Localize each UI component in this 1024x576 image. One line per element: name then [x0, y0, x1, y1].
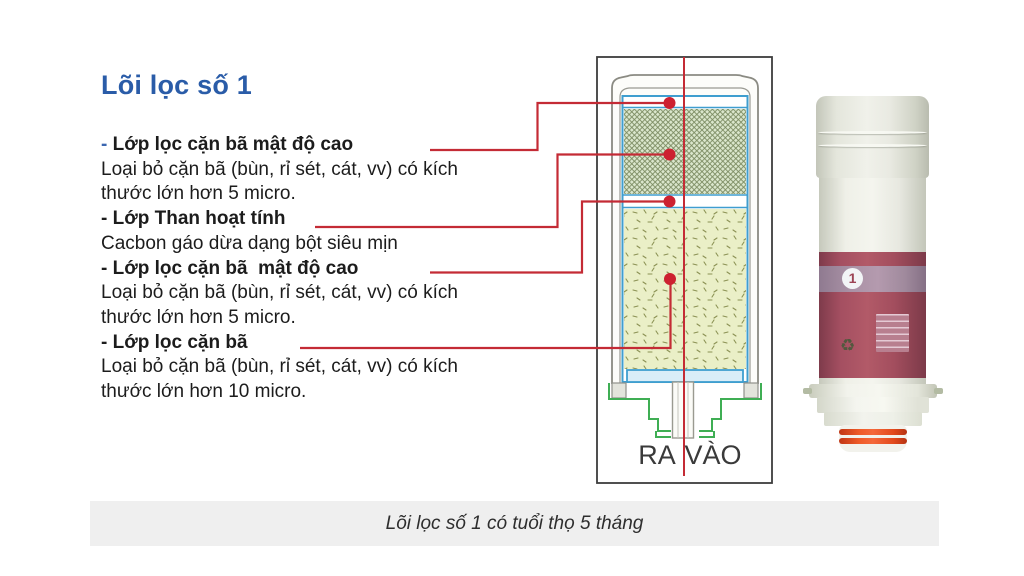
center-tube-lines [677, 382, 689, 438]
layer4-title: - Lớp lọc cặn bã [101, 331, 248, 353]
cap-groove-2 [818, 144, 927, 147]
label-fineprint [876, 314, 909, 352]
outlet-label: RA [638, 440, 676, 470]
layer1-desc-line2: thước lớn hơn 5 micro. [101, 183, 296, 205]
diagram-outer-box [596, 56, 773, 484]
layer-descriptions: - Lớp lọc cặn bã mật độ cao Loại bỏ cặn … [101, 133, 541, 405]
wall-foot-left [611, 382, 627, 399]
layer2-desc-line1: Cacbon gáo dừa dạng bột siêu mịn [101, 232, 398, 254]
cartridge-step-2 [824, 412, 922, 426]
layer1-title: - Lớp lọc cặn bã mật độ cao [101, 133, 541, 158]
layer-stack-outline [621, 95, 749, 383]
callout-dots [663, 97, 676, 285]
mesh-filter-layer [624, 109, 746, 194]
wall-foot-right [743, 382, 759, 399]
bottom-fitting-outline [608, 383, 762, 438]
center-tube [671, 381, 695, 439]
cap-groove-1 [818, 131, 927, 134]
layer2-title: - Lớp Than hoạt tính [101, 208, 286, 230]
filter-number-badge: 1 [842, 268, 863, 289]
inlet-label: VÀO [684, 440, 741, 470]
layer1-title-text: Lớp lọc cặn bã mật độ cao [107, 134, 354, 155]
o-ring-1 [839, 429, 907, 435]
bottom-plate [626, 369, 744, 383]
caption-text: Lõi lọc số 1 có tuổi thọ 5 tháng [385, 513, 644, 534]
label-band [819, 266, 926, 292]
o-ring-2 [839, 438, 907, 444]
layer1-desc-line1: Loại bỏ cặn bã (bùn, rỉ sét, cát, vv) có… [101, 158, 458, 180]
cartridge-step-1 [817, 397, 929, 413]
layer4-desc-line2: thước lớn hơn 10 micro. [101, 381, 307, 403]
cartridge-connector [839, 425, 907, 452]
caption-bar: Lõi lọc số 1 có tuổi thọ 5 tháng [90, 501, 939, 546]
layer3-desc-line2: thước lớn hơn 5 micro. [101, 306, 296, 328]
housing-outline [611, 74, 759, 384]
housing-inner-line [619, 87, 751, 384]
flange-tab-left [803, 388, 812, 394]
layer3-desc-line1: Loại bỏ cặn bã (bùn, rỉ sét, cát, vv) có… [101, 282, 458, 304]
layer4-desc-line1: Loại bỏ cặn bã (bùn, rỉ sét, cát, vv) có… [101, 356, 458, 378]
layer1-dash: - [101, 134, 108, 155]
cartridge-cap [816, 96, 929, 178]
flange-tab-right [934, 388, 943, 394]
cartridge-flange [809, 384, 937, 398]
recycle-icon: ♻ [840, 336, 856, 355]
page-title: Lõi lọc số 1 [101, 70, 252, 100]
carbon-filter-layer [624, 209, 746, 369]
layer3-title: - Lớp lọc cặn bã mật độ cao [101, 257, 359, 279]
